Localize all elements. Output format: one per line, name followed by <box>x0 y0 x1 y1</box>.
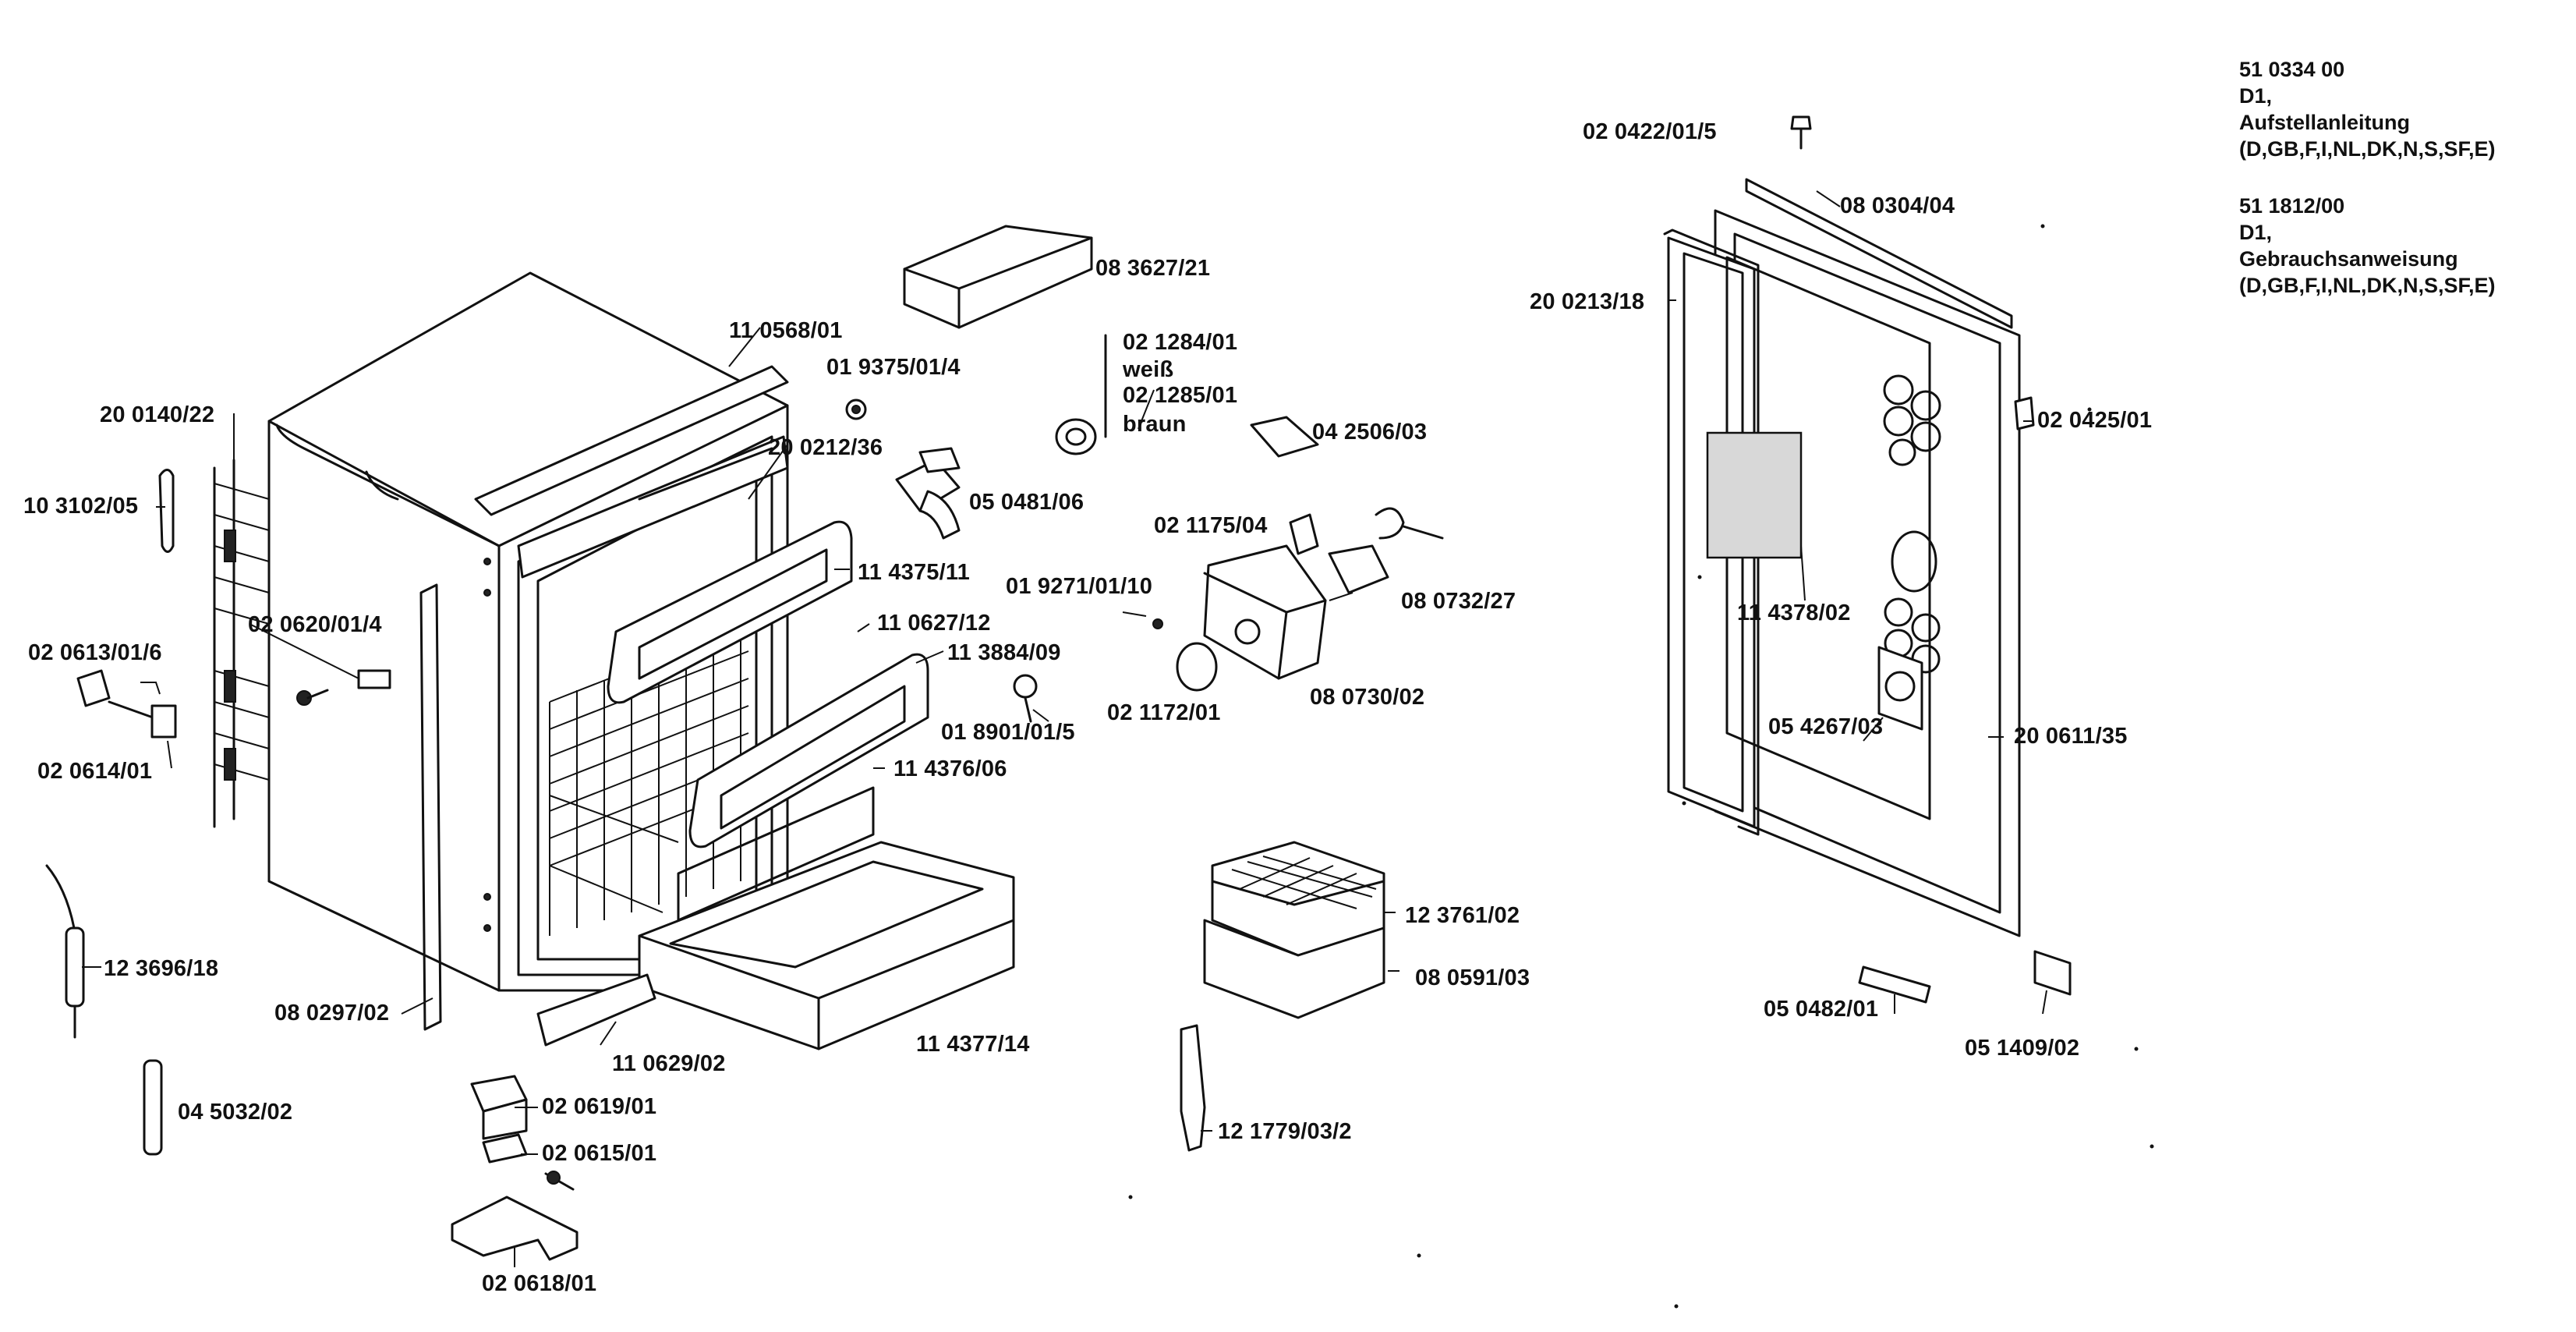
part-label: 11 4377/14 <box>916 1032 1030 1057</box>
part-label: 05 0481/06 <box>969 490 1085 515</box>
part-label: 02 0422/01/5 <box>1583 119 1717 144</box>
part-label: 08 0730/02 <box>1310 685 1425 710</box>
part-label: 12 3761/02 <box>1405 903 1520 928</box>
part-label: 08 0297/02 <box>274 1001 390 1026</box>
switch-05-0481 <box>895 447 961 540</box>
hinge-block-02-0615 <box>482 1133 575 1191</box>
part-label: braun <box>1123 412 1187 437</box>
part-label: 02 1285/01 <box>1123 383 1238 408</box>
part-label: 11 0568/01 <box>729 318 843 343</box>
shelf-11-4375 <box>607 520 853 704</box>
hinge-bracket-02-0618 <box>451 1196 579 1261</box>
knob-02-1172 <box>1152 618 1218 692</box>
part-label: 12 1779/03/2 <box>1218 1119 1352 1144</box>
part-label: 11 3884/09 <box>947 640 1061 665</box>
doc-model: D1, <box>2239 221 2273 244</box>
rod-04-5032 <box>143 1059 163 1156</box>
thermostat-housing-08-0730 <box>1203 513 1327 680</box>
door-assembly <box>1663 115 2072 1004</box>
part-label: 04 5032/02 <box>178 1100 293 1125</box>
doc-title: Aufstellanleitung <box>2239 111 2411 134</box>
part-label: 01 9375/01/4 <box>826 355 961 380</box>
part-label: 20 0140/22 <box>100 402 215 427</box>
part-label: weiß <box>1123 357 1174 382</box>
shelf-frame-11-0627 <box>677 786 875 922</box>
part-label: 01 9271/01/10 <box>1006 574 1153 599</box>
document-block-1: 51 0334 00 D1, Aufstellanleitung (D,GB,F… <box>2239 56 2496 162</box>
thermostat-08-0732 <box>1328 507 1444 594</box>
hinge-pin-10-3102 <box>158 469 175 553</box>
part-label: 02 0614/01 <box>37 759 153 784</box>
knob-02-1284 <box>1055 334 1107 455</box>
cover-08-3627 <box>903 225 1093 329</box>
part-label: 02 0620/01/4 <box>248 612 382 637</box>
leader-lines <box>82 190 2047 1267</box>
part-label: 11 4375/11 <box>858 560 970 585</box>
top-crossbar <box>474 365 789 579</box>
gasket-strip <box>419 583 442 1031</box>
part-label: 02 1175/04 <box>1154 513 1268 538</box>
part-label: 02 0619/01 <box>542 1094 657 1119</box>
part-label: 20 0212/36 <box>768 435 883 460</box>
doc-languages: (D,GB,F,I,NL,DK,N,S,SF,E) <box>2239 274 2496 297</box>
screw-01-8901 <box>1013 674 1038 723</box>
cabinet-body <box>267 271 789 992</box>
capillary-12-3696 <box>45 864 85 1039</box>
part-label: 08 0591/03 <box>1415 965 1530 990</box>
part-label: 11 0627/12 <box>877 611 991 636</box>
ice-tray-12-3761 <box>1203 841 1385 1019</box>
part-label: 01 8901/01/5 <box>941 720 1075 745</box>
part-label: 02 0618/01 <box>482 1271 597 1296</box>
part-label: 05 0482/01 <box>1764 997 1879 1022</box>
screw-02-0620 <box>296 669 391 706</box>
lamp-cover-04-2506 <box>1250 416 1319 458</box>
part-label: 02 1172/01 <box>1107 700 1221 725</box>
doc-number: 51 0334 00 <box>2239 58 2345 81</box>
part-label: 04 2506/03 <box>1312 420 1428 445</box>
specks <box>1128 224 2154 1309</box>
part-label: 05 1409/02 <box>1965 1036 2080 1061</box>
part-label: 08 3627/21 <box>1095 256 1211 281</box>
part-label: 08 0304/04 <box>1840 193 1955 218</box>
part-label: 02 0615/01 <box>542 1141 657 1166</box>
scraper-12-1779 <box>1180 1024 1206 1152</box>
doc-languages: (D,GB,F,I,NL,DK,N,S,SF,E) <box>2239 137 2496 161</box>
part-label: 02 0613/01/6 <box>28 640 162 665</box>
document-block-2: 51 1812/00 D1, Gebrauchsanweisung (D,GB,… <box>2239 193 2496 299</box>
condenser-coil <box>213 459 270 828</box>
doc-number: 51 1812/00 <box>2239 194 2345 218</box>
part-label: 11 4378/02 <box>1737 600 1851 625</box>
part-label: 20 0611/35 <box>2014 724 2128 749</box>
bottom-rail-11-0629 <box>536 973 656 1047</box>
part-label: 10 3102/05 <box>23 494 139 519</box>
doc-title: Gebrauchsanweisung <box>2239 247 2458 271</box>
part-label: 11 0629/02 <box>612 1051 726 1076</box>
part-label: 08 0732/27 <box>1401 589 1516 614</box>
part-label: 11 4376/06 <box>893 756 1007 781</box>
screw-01-9375 <box>845 399 867 420</box>
part-label: 20 0213/18 <box>1530 289 1645 314</box>
shelf-11-4376 <box>688 653 929 848</box>
part-label: 02 1284/01 <box>1123 330 1238 355</box>
part-label: 12 3696/18 <box>104 956 219 981</box>
doc-model: D1, <box>2239 84 2273 108</box>
part-label: 05 4267/03 <box>1768 714 1884 739</box>
hinge-block-02-0619 <box>470 1075 528 1140</box>
thermostat-knob-02-0613 <box>76 669 177 739</box>
part-label: 02 0425/01 <box>2037 408 2153 433</box>
